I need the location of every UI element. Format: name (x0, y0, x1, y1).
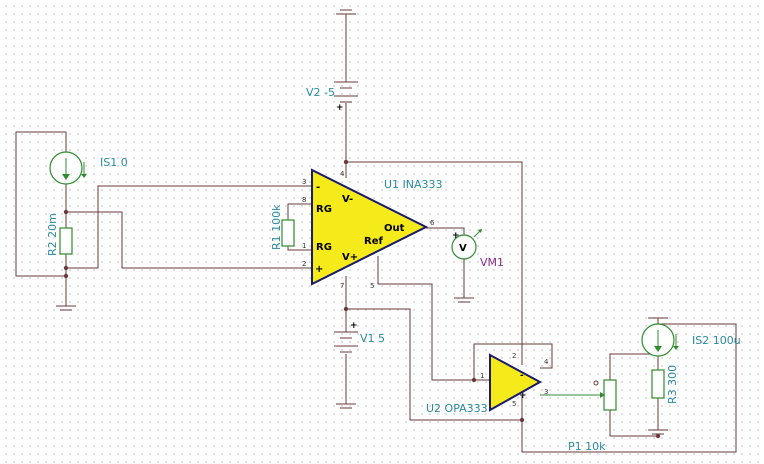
vm1-label: VM1 (480, 256, 504, 269)
potentiometer-icon-p1[interactable] (593, 379, 617, 411)
u1-plus-input: + (315, 264, 323, 275)
r1-label: R1 100k (270, 204, 283, 250)
svg-text:+: + (519, 391, 527, 401)
svg-text:-: - (520, 371, 524, 381)
ground-icon-vm1 (454, 297, 474, 303)
battery-icon-v2[interactable]: + (334, 81, 358, 113)
u1-ref: Ref (364, 236, 383, 247)
svg-text:+: + (452, 231, 460, 241)
u1-pin-8: 8 (302, 196, 306, 204)
u2-pin-3: 3 (544, 388, 548, 396)
u2-pin-2: 2 (512, 352, 516, 360)
wires (15, 14, 737, 453)
u2-pin-1: 1 (480, 372, 484, 380)
is2-label: IS2 100u (692, 334, 741, 347)
v2-label: V2 -5 (306, 86, 335, 99)
ground-icon-r3 (648, 429, 668, 435)
p1-label: P1 10k (568, 440, 606, 453)
u2-label: U2 OPA333 (426, 402, 488, 415)
vm1-symbol: V (459, 243, 467, 254)
u1-out: Out (384, 223, 405, 234)
u1-pin-1: 1 (302, 242, 306, 250)
v1-label: V1 5 (360, 332, 385, 345)
u1-vplus: V+ (342, 252, 358, 263)
svg-text:+: + (336, 103, 344, 113)
ground-icon-v1 (336, 403, 356, 409)
u1-pin-6: 6 (430, 219, 435, 227)
resistor-icon-r1[interactable] (281, 219, 295, 247)
r3-label: R3 300 (666, 365, 679, 404)
r2-label: R2 20m (46, 213, 59, 256)
u1-rg-bottom: RG (316, 242, 332, 253)
junctions (63, 159, 661, 439)
resistor-icon-r2[interactable] (59, 227, 73, 255)
opamp-icon-u1[interactable] (311, 168, 429, 286)
u2-pin-5: 5 (512, 400, 516, 408)
current-source-icon-is2[interactable] (641, 317, 679, 357)
u1-rg-top: RG (316, 204, 332, 215)
current-source-icon-is1[interactable] (49, 151, 87, 185)
battery-icon-v1[interactable]: + (334, 321, 358, 353)
u1-pin-3: 3 (302, 178, 306, 186)
u1-minus-input: - (316, 182, 320, 193)
u1-label: U1 INA333 (384, 178, 443, 191)
resistor-icon-r3[interactable] (651, 369, 665, 399)
u1-pin-5: 5 (370, 282, 374, 290)
opamp-icon-u2[interactable]: - + (489, 353, 543, 412)
voltmeter-icon-vm1[interactable]: + (451, 229, 482, 260)
u1-pin-7: 7 (340, 282, 344, 290)
is1-label: IS1 0 (100, 156, 128, 169)
ground-icon-r2 (56, 305, 76, 311)
u2-pin-4: 4 (544, 358, 549, 366)
ground-icon-top (336, 9, 356, 15)
u1-pin-4: 4 (340, 170, 345, 178)
svg-text:+: + (350, 321, 358, 331)
u1-vminus: V- (342, 194, 353, 205)
u1-pin-2: 2 (302, 260, 306, 268)
